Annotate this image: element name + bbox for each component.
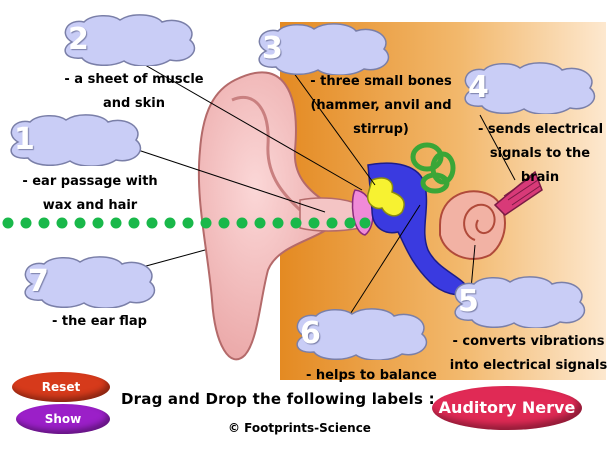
reset-button[interactable]: Reset <box>12 372 110 402</box>
ossicles <box>366 177 405 217</box>
sound-path-dots <box>2 217 371 229</box>
drop-target-2[interactable]: 2 <box>58 14 200 66</box>
drop-target-6[interactable]: 6 <box>290 308 432 360</box>
drop-target-4[interactable]: 4 <box>458 62 600 114</box>
draggable-label-auditory-nerve[interactable]: Auditory Nerve <box>432 386 582 430</box>
show-answers-button[interactable]: Show answers <box>16 404 110 456</box>
semicircular-canals <box>410 142 444 172</box>
target-number: 5 <box>458 284 479 319</box>
drop-target-7[interactable]: 7 <box>18 256 160 308</box>
cochlea <box>439 190 506 260</box>
target-number: 1 <box>14 122 35 157</box>
target-number: 6 <box>300 316 321 351</box>
target-number: 2 <box>68 22 89 57</box>
target-number: 4 <box>468 70 489 105</box>
drop-target-5[interactable]: 5 <box>448 276 590 328</box>
drop-target-3[interactable]: 3 <box>252 23 394 75</box>
drop-target-1[interactable]: 1 <box>4 114 146 166</box>
instruction-text: Drag and Drop the following labels : <box>121 390 435 408</box>
copyright-text: © Footprints-Science <box>228 421 371 435</box>
target-number: 7 <box>28 264 49 299</box>
outer-ear <box>197 71 342 361</box>
pointer-lines <box>101 53 516 331</box>
target-number: 3 <box>262 31 283 66</box>
description-6: - helps to balance <box>306 368 437 383</box>
description-7: - the ear flap <box>52 314 147 329</box>
